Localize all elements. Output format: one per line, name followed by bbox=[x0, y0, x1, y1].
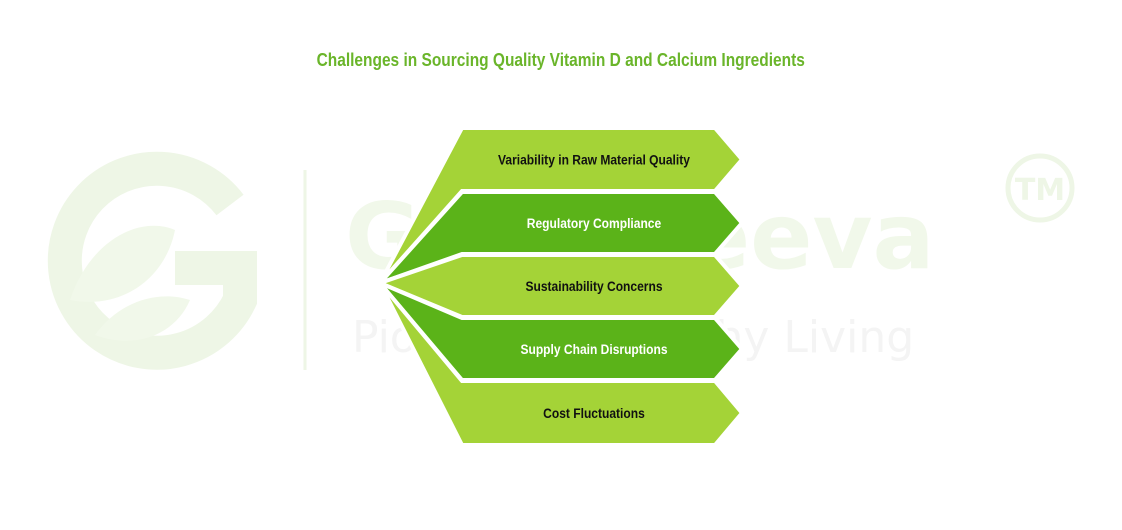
challenge-label: Cost Fluctuations bbox=[543, 405, 645, 421]
chevron-arrow-shape bbox=[378, 281, 745, 447]
challenge-label: Variability in Raw Material Quality bbox=[498, 152, 691, 168]
challenge-label: Supply Chain Disruptions bbox=[520, 341, 667, 357]
challenge-label: Regulatory Compliance bbox=[527, 215, 661, 231]
challenge-item: Cost Fluctuations bbox=[378, 281, 745, 447]
challenge-label: Sustainability Concerns bbox=[525, 278, 662, 294]
challenge-item: Sustainability Concerns bbox=[374, 253, 745, 319]
diagram-title: Challenges in Sourcing Quality Vitamin D… bbox=[316, 50, 805, 70]
